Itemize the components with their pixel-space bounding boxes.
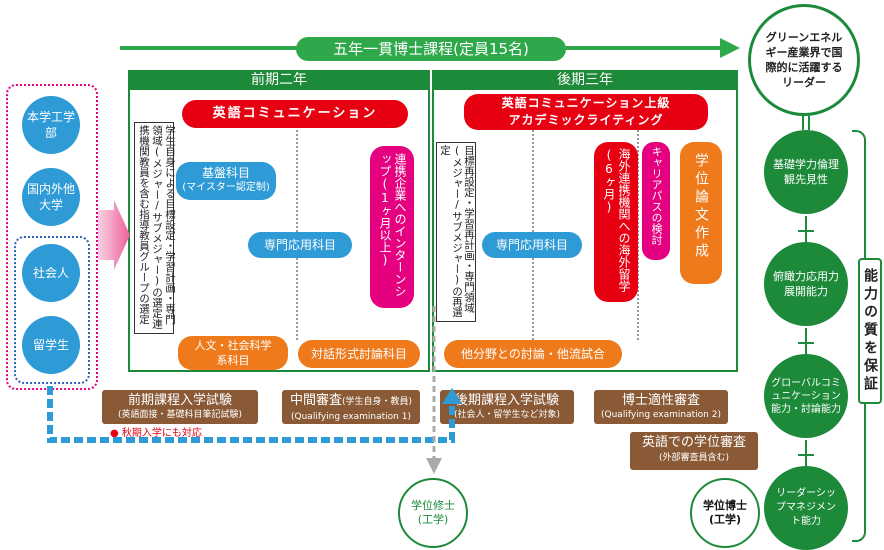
fitness-sub: (Qualifying examination 2) [601,410,721,420]
second-entrance-title: 後期課程入学試験 [454,393,559,408]
first-note-box: 学生自身による目標設定・学習計画・専門領域(メジャー/サブメジャー)の選定連携機… [134,122,176,334]
second-entrance-sub: (社会人・留学生など対象) [453,410,561,420]
study-abroad-box: 海外連携機関への海外留学(6ヶ月) [594,142,638,302]
career-text: キャリアパスの検討 [650,146,663,245]
phase-first-header: 前期二年 [128,70,430,90]
humanities-subject: 人文・社会科学系科目 [178,336,288,370]
midterm-line: 中間審査(学生自身・教員) [282,392,420,411]
autumn-arrow [47,386,462,443]
thesis-box: 学位論文作成 [680,142,722,284]
english-second-line1: 英語コミュニケーション上級 [501,96,671,110]
specialized-second: 専門応用科目 [482,232,582,258]
master-degree-circle: 学位修士(工学) [398,478,468,548]
program-title: 五年一貫博士課程(定員15名) [296,37,566,61]
master-arrow [426,306,442,474]
doctor-degree-text: 学位博士(工学) [703,499,747,526]
english-first: 英語コミュニケーション [182,100,408,128]
basic-sub: (マイスター認定制) [182,182,270,193]
quality-label: 能力の質を保証 [862,268,878,394]
first-entrance-sub: (英語面接・基礎科目筆記試験) [117,410,243,420]
source-circle: 国内外他大学 [22,168,80,226]
career-box: キャリアパスの検討 [642,142,670,260]
quality-connector [798,116,814,470]
autumn-note: ● 秋期入学にも対応 [110,428,202,439]
midterm-note: (学生自身・教員) [341,397,413,407]
source-circle: 社会人 [22,244,80,302]
sources-subbox [14,236,90,384]
master-degree-text: 学位修士(工学) [411,499,455,526]
source-circle: 留学生 [22,316,80,374]
first-note: 学生自身による目標設定・学習計画・専門領域(メジャー/サブメジャー)の選定連携機… [138,125,176,329]
internship-box: 連携企業へのインターンシップ(1ヶ月以上) [370,146,414,308]
quality-circle: グローバルコミュニケーション能力・討論能力 [764,354,848,438]
phase-second-header: 後期三年 [432,70,738,90]
first-entrance-title: 前期課程入学試験 [127,393,232,408]
thesis-text: 学位論文作成 [693,153,709,261]
second-note: 目標再設定・学習再計画・専門領域(メジャー/サブメジャー)の再選定 [439,145,475,318]
pink-arrow [98,200,130,270]
phase-first-frame [128,90,430,372]
fitness-exam: 博士適性審査 (Qualifying examination 2) [594,390,728,424]
guide-line [637,130,639,340]
english-degree-title: 英語での学位審査 [641,435,746,450]
quality-circle: リーダーシップマネジメント能力 [764,466,848,550]
source-circle: 本学工学部 [22,96,80,154]
discussion-subject: 他分野との討論・他流試合 [444,340,622,368]
english-second: 英語コミュニケーション上級 アカデミックライティング [464,94,708,130]
study-abroad-text: 海外連携機関への海外留学(6ヶ月) [602,148,631,292]
phase-second-frame [432,90,738,372]
second-entrance-exam: 後期課程入学試験 (社会人・留学生など対象) [440,390,574,424]
specialized-first: 専門応用科目 [248,232,352,258]
midterm-sub: (Qualifying examination 1) [291,412,411,422]
basic-title: 基盤科目 [201,166,250,180]
quality-circle: 基礎学力倫理観先見性 [764,130,848,214]
internship-text: 連携企業へのインターンシップ(1ヶ月以上) [378,153,407,297]
goal-circle: グリーンエネルギー産業界で国際的に活躍するリーダー [748,4,860,116]
english-second-line2: アカデミックライティング [508,113,664,127]
quality-circle: 俯瞰力応用力展開能力 [764,242,848,326]
dialogue-subject: 対話形式討論科目 [298,340,420,368]
midterm-exam: 中間審査(学生自身・教員) (Qualifying examination 1) [282,390,420,424]
midterm-title: 中間審査 [289,393,342,408]
basic-subject: 基盤科目 (マイスター認定制) [176,162,276,200]
english-degree-exam: 英語での学位審査 (外部審査員含む) [630,432,758,470]
doctor-degree-circle: 学位博士(工学) [690,478,760,548]
fitness-title: 博士適性審査 [621,393,700,408]
second-note-box: 目標再設定・学習再計画・専門領域(メジャー/サブメジャー)の再選定 [436,142,476,322]
first-entrance-exam: 前期課程入学試験 (英語面接・基礎科目筆記試験) [102,390,258,424]
english-degree-sub: (外部審査員含む) [658,453,730,463]
quality-label-box: 能力の質を保証 [858,258,882,404]
goal-text: グリーンエネルギー産業界で国際的に活躍するリーダー [765,31,843,89]
